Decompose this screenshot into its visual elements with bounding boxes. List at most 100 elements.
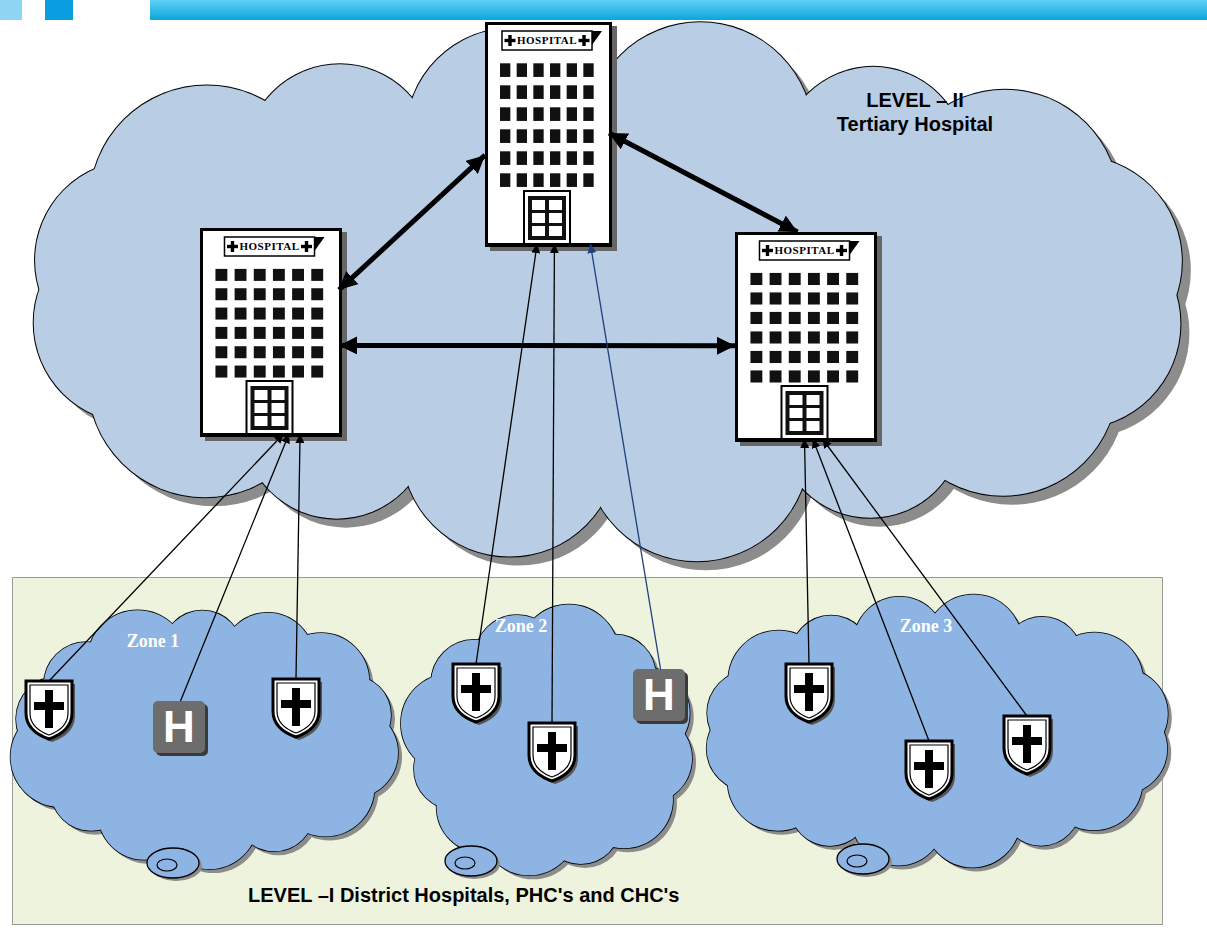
door-pane [807, 408, 820, 418]
hospital-sign-text: HOSPITAL [774, 244, 834, 257]
window [517, 63, 527, 77]
window [567, 63, 577, 77]
window [583, 129, 593, 143]
shield-cross [914, 762, 944, 770]
h-icon-box [633, 669, 685, 721]
window [789, 331, 801, 343]
window [846, 351, 858, 363]
cloud-layer [401, 605, 692, 876]
window [254, 366, 266, 378]
cloud-layer [11, 610, 398, 869]
level-label: LEVEL –I District Hospitals, PHC's and C… [248, 883, 679, 907]
window [846, 292, 858, 304]
window [517, 85, 527, 99]
window [770, 331, 782, 343]
window [517, 129, 527, 143]
shield-cross [1012, 737, 1042, 745]
ground-line [738, 438, 874, 440]
window [550, 63, 560, 77]
hospital-sign [224, 237, 314, 256]
window [827, 351, 839, 363]
window [550, 129, 560, 143]
window [292, 269, 304, 281]
header-square [45, 0, 73, 20]
door-pane [532, 226, 545, 236]
hospital-building: HOSPITAL [200, 228, 345, 440]
window [789, 292, 801, 304]
window [254, 288, 266, 300]
shield-outline [26, 681, 72, 739]
level-label: LEVEL – II Tertiary Hospital [831, 88, 999, 136]
window [808, 331, 820, 343]
door-pane [807, 421, 820, 431]
zone-cloud-outline [401, 596, 699, 881]
window [750, 331, 762, 343]
window [500, 129, 510, 143]
connector [339, 343, 735, 348]
hospital-sign-text: HOSPITAL [517, 34, 577, 47]
shield-inner [910, 745, 948, 795]
window [583, 85, 593, 99]
zone-label: Zone 1 [127, 631, 180, 651]
shield-cross [461, 685, 491, 693]
window [254, 308, 266, 320]
window [254, 346, 266, 358]
window [215, 346, 227, 358]
shield-outline [906, 741, 952, 799]
window [846, 370, 858, 382]
window [789, 370, 801, 382]
hospital-sign [502, 31, 592, 50]
window [292, 288, 304, 300]
window [550, 151, 560, 165]
h-icon: H [153, 701, 208, 756]
zone-cloud: Zone 3 [696, 591, 1176, 876]
shield-cross [537, 744, 567, 752]
cloud-layer [15, 614, 402, 873]
window [292, 308, 304, 320]
window [533, 173, 543, 187]
window [292, 346, 304, 358]
door-pane [790, 395, 803, 405]
shield-inner [457, 668, 495, 718]
window [500, 85, 510, 99]
cloud-core [54, 649, 358, 823]
window [533, 63, 543, 77]
building-wall [487, 24, 611, 246]
door-pane [272, 416, 285, 426]
shield-inner [30, 685, 68, 735]
window [583, 107, 593, 121]
cloud-layer [707, 594, 1168, 867]
window [789, 351, 801, 363]
window [215, 308, 227, 320]
window [235, 288, 247, 300]
window [292, 327, 304, 339]
door-pane [807, 395, 820, 405]
shield-outline [529, 723, 575, 781]
door-frame [247, 381, 293, 434]
window [750, 312, 762, 324]
shield-inner [277, 683, 315, 733]
door-frame [782, 386, 828, 439]
building-wall [737, 234, 876, 441]
window [770, 351, 782, 363]
tertiary-cloud: LEVEL – II Tertiary HospitalHOSPITALHOSP… [0, 0, 1207, 580]
window [273, 288, 285, 300]
sign-cross [579, 39, 590, 42]
door-pane [272, 390, 285, 400]
hospital-building-outline [735, 232, 880, 445]
window [827, 370, 839, 382]
door-pane [255, 390, 268, 400]
thought-bubble [147, 848, 199, 878]
shield-inner [533, 727, 571, 777]
cloud-core [447, 651, 651, 831]
window [567, 151, 577, 165]
window [750, 292, 762, 304]
window [273, 269, 285, 281]
window [235, 366, 247, 378]
window [550, 107, 560, 121]
hospital-building-outline [485, 22, 615, 250]
h-icon-letter: H [163, 704, 195, 750]
thought-bubble-inner [157, 859, 177, 871]
shield-cross [281, 700, 311, 708]
